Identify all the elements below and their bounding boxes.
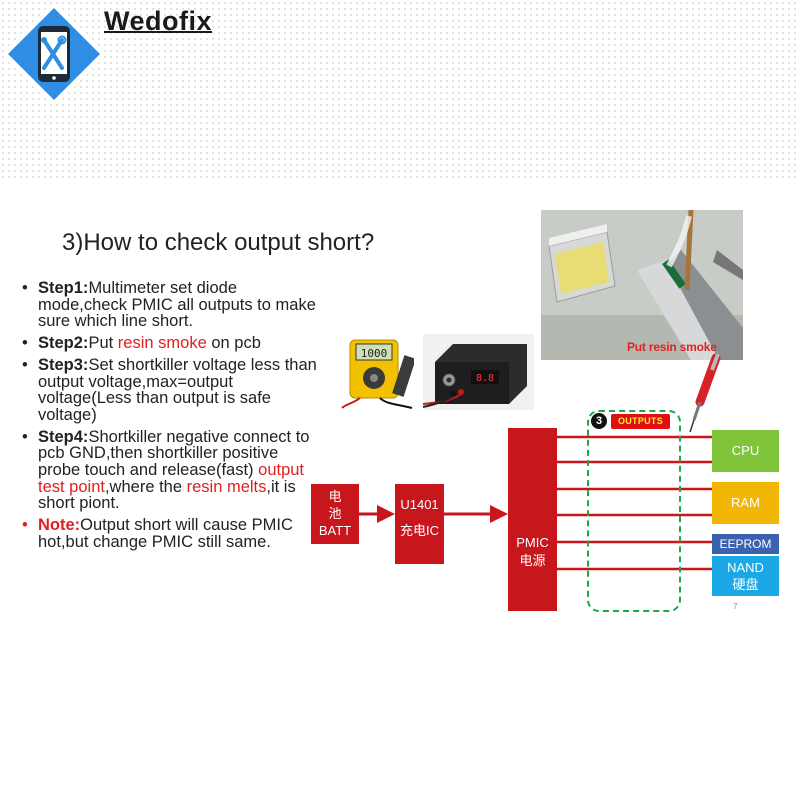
step-text: Put — [88, 334, 118, 353]
note-label: Note: — [38, 516, 81, 535]
resin-smoke-photo — [541, 210, 743, 360]
step-label: Step2: — [38, 334, 89, 353]
nand-label-1: NAND — [727, 560, 764, 575]
cpu-block: CPU — [712, 430, 779, 472]
battery-label-1: 电 — [328, 489, 342, 504]
pmic-block: PMIC 电源 — [508, 428, 557, 611]
outputs-dashed-box — [587, 410, 681, 612]
step-item: Step3:Set shortkiller voltage less than … — [22, 355, 322, 424]
brand-name: Wedofix — [104, 6, 213, 36]
nand-label-2: 硬盘 — [732, 577, 759, 592]
charger-ic-block: U1401 充电IC — [395, 484, 444, 564]
step-text: ,it is short piont. — [38, 477, 296, 513]
outputs-number-badge: 3 — [591, 413, 607, 429]
step-text: Set shortkiller voltage less than output… — [38, 355, 317, 424]
shortkiller-photo: 8.8 — [423, 334, 534, 410]
outputs-label-badge: OUTPUTS — [611, 414, 670, 429]
pmic-output-lines — [557, 435, 712, 571]
step-text: ,where the — [104, 477, 187, 496]
step-text: Shortkiller negative connect to pcb GND,… — [38, 427, 310, 480]
battery-label-2: 池 — [328, 506, 342, 521]
slide-title: 3)How to check output short? — [62, 229, 375, 256]
battery-block: 电 池 BATT — [311, 484, 359, 544]
step-text: Multimeter set diode mode,check PMIC all… — [38, 279, 316, 331]
step-label: Step4: — [38, 427, 89, 446]
charger-ic-label-2: 充电IC — [399, 523, 439, 538]
multimeter-display: 1000 — [361, 347, 388, 360]
step-item: Step1:Multimeter set diode mode,check PM… — [22, 280, 322, 330]
highlight-text: resin melts — [186, 477, 267, 496]
nand-block: NAND 硬盘 — [712, 556, 779, 596]
page-number: 7 — [733, 602, 738, 611]
wrench-icon — [41, 35, 67, 70]
ram-block: RAM — [712, 482, 779, 524]
probe-icon — [689, 353, 721, 433]
wedofix-logo — [3, 3, 105, 105]
step-label: Step1: — [38, 279, 89, 297]
step-label: Step3: — [38, 355, 89, 374]
step-text: Output short will cause PMIC hot,but cha… — [38, 516, 293, 551]
battery-label-3: BATT — [318, 523, 352, 538]
steps-list: Step1:Multimeter set diode mode,check PM… — [22, 280, 322, 556]
shortkiller-display: 8.8 — [476, 373, 494, 384]
pmic-label-1: PMIC — [516, 535, 549, 550]
highlight-text: output test point — [38, 461, 305, 496]
charger-ic-label-1: U1401 — [400, 497, 439, 512]
step-item: Step4:Shortkiller negative connect to pc… — [22, 427, 322, 513]
step-text: on pcb — [206, 334, 261, 353]
step-item: Step2:Put resin smoke on pcb — [22, 335, 322, 352]
resin-caption: Put resin smoke — [627, 340, 717, 354]
eeprom-block: EEPROM — [712, 534, 779, 554]
multimeter-photo: 1000 — [340, 334, 414, 410]
highlight-text: resin smoke — [117, 334, 207, 353]
pmic-label-2: 电源 — [519, 553, 546, 568]
note-item: Note:Output short will cause PMIC hot,bu… — [22, 517, 322, 550]
